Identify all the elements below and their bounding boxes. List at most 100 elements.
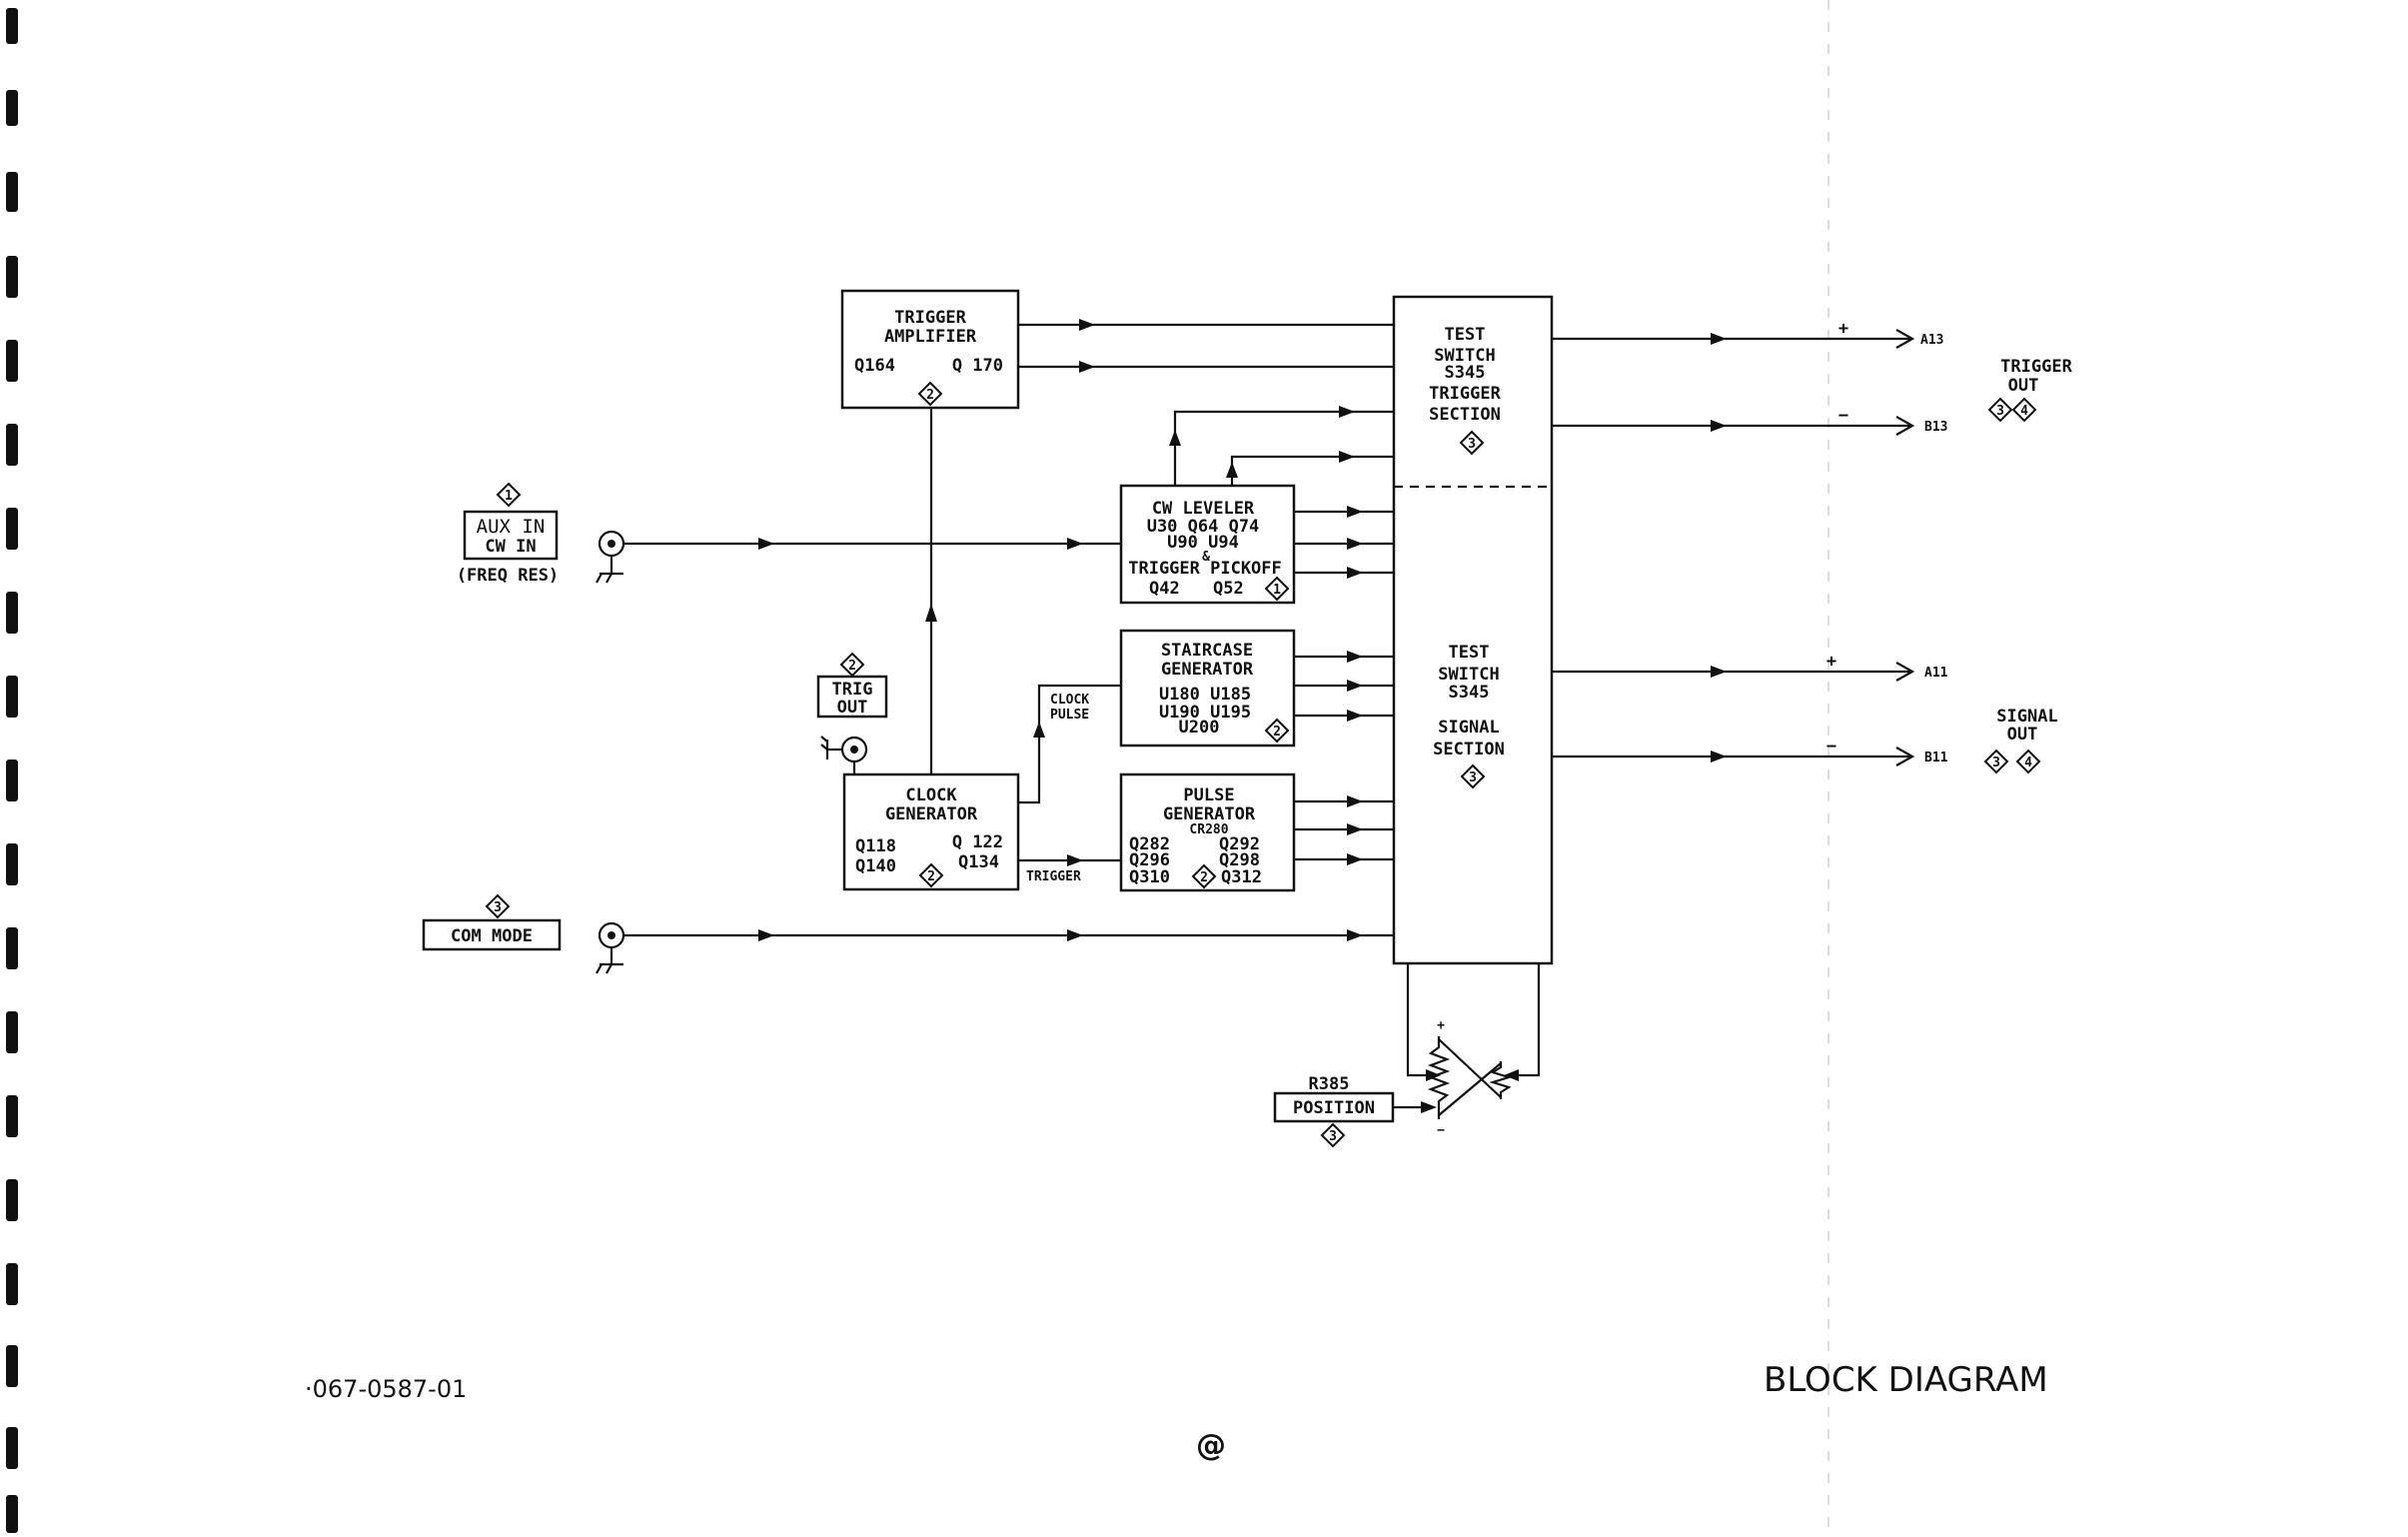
clock-generator-block: CLOCK GENERATOR Q118 Q 122 Q140 Q134 2 [842, 772, 1020, 891]
trigger-plus-sign: + [1838, 319, 1848, 339]
cw-leveler-line1: CW LEVELER [1152, 499, 1255, 519]
test-switch-trigger-badge: 3 [1460, 431, 1484, 455]
test-switch-trigger-line4: TRIGGER [1429, 384, 1501, 404]
pulse-generator-line1: PULSE [1183, 785, 1234, 805]
trig-out-connector-icon [820, 736, 868, 774]
test-switch-signal-badge: 3 [1461, 765, 1485, 788]
trig-out-badge-text: 2 [848, 659, 856, 674]
aux-in-line1: AUX IN [477, 516, 546, 538]
pulse-ref6: Q312 [1221, 867, 1262, 887]
potentiometer-icon [1426, 1036, 1519, 1119]
pulse-generator-line2: GENERATOR [1163, 804, 1256, 824]
part-number: ·067-0587-01 [305, 1375, 467, 1403]
clock-generator-line2: GENERATOR [885, 804, 978, 824]
pulse-generator-line3: CR280 [1189, 822, 1228, 837]
trig-out-line2: OUT [837, 698, 868, 718]
test-switch-trigger-line2: SWITCH [1434, 346, 1495, 366]
clock-ref3: Q140 [855, 856, 896, 876]
signal-out-badge-a: 3 [1984, 750, 2008, 773]
aux-in-connector-icon [596, 530, 625, 584]
cw-leveler-line2: U30 Q64 Q74 [1147, 517, 1260, 537]
pulse-ref1: Q282 [1129, 834, 1170, 854]
trigger-out-label-2: OUT [2008, 376, 2039, 396]
cw-leveler-ref-right: Q52 [1213, 579, 1244, 599]
signal-plus-sign: + [1826, 652, 1836, 672]
clock-pulse-label-2: PULSE [1050, 708, 1089, 723]
test-switch-signal-line2: SWITCH [1438, 665, 1499, 685]
trigger-amplifier-badge: 2 [918, 382, 942, 406]
clock-generator-badge-text: 2 [927, 869, 935, 884]
clock-generator-line1: CLOCK [905, 785, 957, 805]
page-title: BLOCK DIAGRAM [1764, 1360, 2048, 1400]
cw-leveler-badge-text: 1 [1273, 583, 1281, 598]
footer-mark: @ [1196, 1428, 1226, 1463]
test-switch-block: TEST SWITCH S345 TRIGGER SECTION 3 TEST … [1392, 295, 1554, 965]
test-switch-trigger-line3: S345 [1445, 363, 1486, 383]
output-b11: B11 [1924, 751, 1948, 766]
pulse-ref3: Q296 [1129, 850, 1170, 870]
pulse-generator-badge-text: 2 [1200, 870, 1208, 885]
pulse-ref2: Q292 [1219, 834, 1260, 854]
trigger-amplifier-badge-text: 2 [926, 388, 934, 403]
signal-out-label-2: OUT [2007, 725, 2038, 745]
cw-leveler-ref-left: Q42 [1149, 579, 1180, 599]
pot-reference: R385 [1309, 1074, 1350, 1094]
trigger-amplifier-line2: AMPLIFIER [884, 327, 977, 347]
output-b13: B13 [1924, 420, 1947, 435]
trigger-out-badge-b: 4 [2012, 398, 2036, 422]
trigger-amplifier-ref-right: Q 170 [952, 356, 1003, 376]
com-mode-connector-icon [596, 921, 625, 974]
com-mode-input: 3 COM MODE [422, 894, 625, 974]
aux-in-input: 1 AUX IN CW IN (FREQ RES) [457, 483, 625, 586]
output-a11: A11 [1924, 666, 1948, 681]
staircase-badge-text: 2 [1273, 725, 1281, 740]
position-label: POSITION [1293, 1098, 1375, 1118]
signal-out-badge-a-text: 3 [1992, 756, 2000, 770]
clock-ref2: Q 122 [952, 832, 1003, 852]
staircase-line4: U190 U195 [1159, 703, 1251, 723]
signal-out-label-1: SIGNAL [1996, 707, 2057, 727]
com-mode-badge: 3 [486, 894, 510, 918]
trigger-out-label-1: TRIGGER [2000, 357, 2072, 377]
signal-minus-sign: − [1826, 737, 1836, 757]
position-badge: 3 [1321, 1123, 1345, 1147]
test-switch-trigger-line5: SECTION [1429, 405, 1501, 425]
test-switch-signal-badge-text: 3 [1469, 770, 1477, 785]
trigger-out-badge-a-text: 3 [1996, 404, 2004, 419]
com-mode-label: COM MODE [451, 926, 533, 946]
cw-leveler-badge: 1 [1265, 577, 1289, 601]
trig-out-connector: 2 TRIG OUT [816, 653, 888, 774]
clock-pulse-label-1: CLOCK [1050, 693, 1089, 708]
clock-ref1: Q118 [855, 836, 896, 856]
pot-plus-sign: + [1437, 1018, 1445, 1033]
cw-leveler-block: CW LEVELER U30 Q64 Q74 U90 U94 & TRIGGER… [1119, 484, 1296, 605]
test-switch-signal-line4: SIGNAL [1438, 718, 1499, 738]
clock-ref4: Q134 [958, 852, 999, 872]
cw-leveler-amp: & [1202, 550, 1210, 565]
wire-labels: CLOCK PULSE TRIGGER [1026, 693, 1089, 884]
trigger-amplifier-ref-left: Q164 [854, 356, 895, 376]
trigger-out-badge-a: 3 [1988, 398, 2012, 422]
test-switch-signal-line5: SECTION [1433, 740, 1505, 760]
staircase-generator-block: STAIRCASE GENERATOR U180 U185 U190 U195 … [1119, 629, 1296, 748]
pulse-ref4: Q298 [1219, 850, 1260, 870]
aux-in-note: (FREQ RES) [457, 566, 559, 586]
trigger-amplifier-line1: TRIGGER [894, 308, 966, 328]
trig-out-line1: TRIG [832, 680, 873, 700]
clock-generator-badge: 2 [919, 863, 943, 887]
trigger-label: TRIGGER [1026, 869, 1081, 884]
pot-minus-sign: − [1437, 1123, 1445, 1138]
aux-in-badge: 1 [497, 483, 521, 507]
pulse-generator-badge: 2 [1192, 864, 1216, 888]
test-switch-trigger-badge-text: 3 [1468, 437, 1476, 452]
aux-in-line2: CW IN [485, 537, 536, 557]
position-control: + − R385 POSITION 3 [1273, 1018, 1519, 1147]
trigger-minus-sign: − [1838, 406, 1848, 426]
signal-out-badge-b: 4 [2016, 750, 2040, 773]
pulse-ref5: Q310 [1129, 867, 1170, 887]
trig-out-badge: 2 [840, 653, 864, 677]
staircase-line2: GENERATOR [1161, 660, 1254, 680]
cw-leveler-line4: TRIGGER PICKOFF [1128, 559, 1282, 579]
trigger-amplifier-block: TRIGGER AMPLIFIER Q164 Q 170 2 [840, 289, 1020, 410]
